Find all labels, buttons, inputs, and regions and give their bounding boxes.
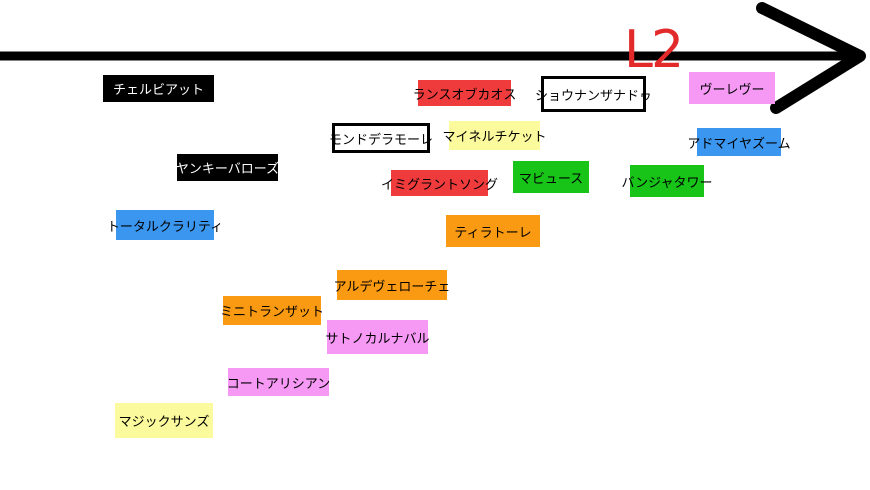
tag-immigrant-song: イミグラントソング xyxy=(381,170,498,196)
tag-total-clarity: トータルクラリティ xyxy=(107,210,223,240)
tag-tiratore: ティラトーレ xyxy=(446,215,540,247)
tag-voulez-vous: ヴーレヴー xyxy=(689,72,775,104)
tag-alde-veloce: アルデヴェローチェ xyxy=(334,270,450,300)
tag-shonan-xanadu: ショウナンザナドゥ xyxy=(535,76,652,112)
tag-magic-sands: マジックサンズ xyxy=(115,403,213,438)
tag-mondo-della-more: モンドデラモーレ xyxy=(329,123,433,153)
tag-lance-of-chaos: ランスオブカオス xyxy=(413,80,516,106)
tag-chelbiatto: チェルビアット xyxy=(103,75,214,102)
tag-mabuse: マビュース xyxy=(513,161,589,193)
tag-yankee-barows: ヤンキーバローズ xyxy=(176,154,279,181)
tag-mini-transat: ミニトランザット xyxy=(220,296,324,325)
tag-court-alician: コートアリシアン xyxy=(227,368,330,396)
tag-banja-tower: バンジャタワー xyxy=(622,165,713,197)
tag-satono-carnaval: サトノカルナバル xyxy=(326,320,430,354)
axis-label: L2 xyxy=(624,20,684,80)
tag-meiner-ticket: マイネルチケット xyxy=(443,121,547,150)
axis-arrow-head xyxy=(756,2,866,114)
tag-admire-zoom: アドマイヤズーム xyxy=(687,128,791,156)
